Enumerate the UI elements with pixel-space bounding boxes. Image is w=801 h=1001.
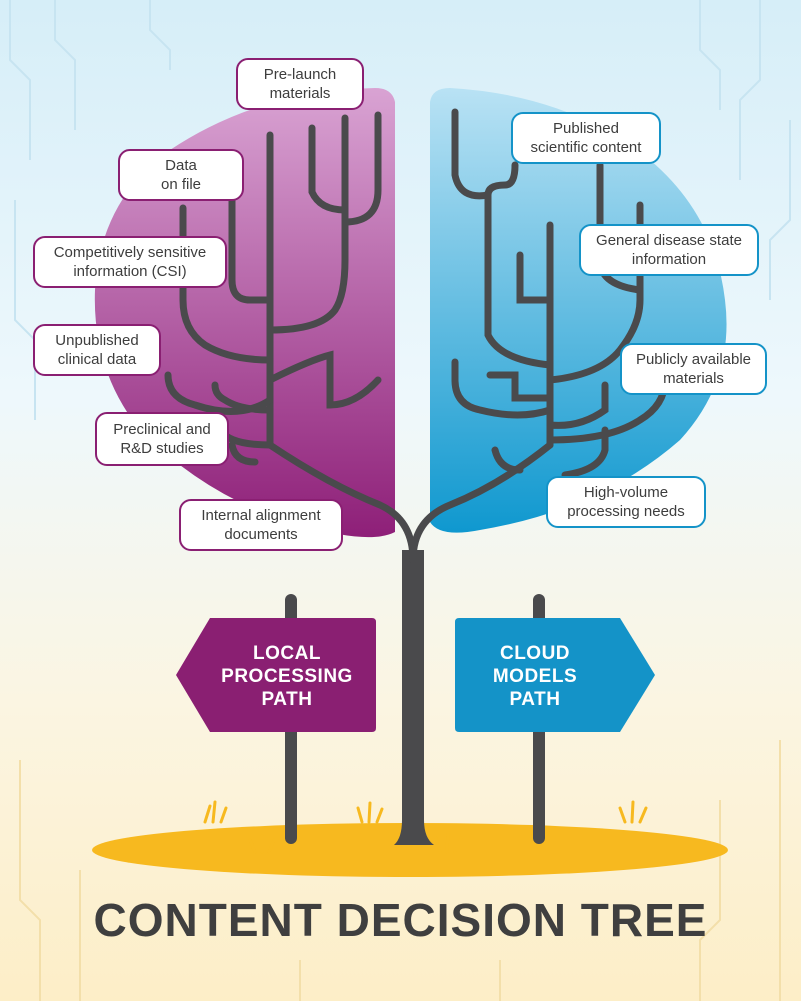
local-item-pre-launch: Pre-launch materials xyxy=(236,58,364,110)
cloud-sign-label: CLOUD MODELS PATH xyxy=(492,643,578,710)
tree-branches xyxy=(164,108,669,564)
page-title: CONTENT DECISION TREE xyxy=(93,894,708,946)
cloud-item-published-scientific: Published scientific content xyxy=(511,112,661,164)
tree-trunk xyxy=(394,550,434,845)
ground xyxy=(92,823,728,877)
cloud-canopy xyxy=(430,88,727,533)
cloud-item-publicly-available: Publicly available materials xyxy=(620,343,767,395)
local-item-data-on-file: Data on file xyxy=(118,149,244,201)
circuit-pattern-bottom xyxy=(19,740,781,1001)
local-sign-label: LOCAL PROCESSING PATH xyxy=(221,643,353,710)
local-item-unpublished-clinical: Unpublished clinical data xyxy=(33,324,161,376)
local-item-internal-alignment: Internal alignment documents xyxy=(179,499,343,551)
local-item-preclinical: Preclinical and R&D studies xyxy=(95,412,229,466)
circuit-pattern xyxy=(9,0,791,420)
cloud-item-high-volume: High-volume processing needs xyxy=(546,476,706,528)
cloud-item-general-disease: General disease state information xyxy=(579,224,759,276)
grass-tufts xyxy=(203,800,648,854)
local-item-csi: Competitively sensitive information (CSI… xyxy=(33,236,227,288)
